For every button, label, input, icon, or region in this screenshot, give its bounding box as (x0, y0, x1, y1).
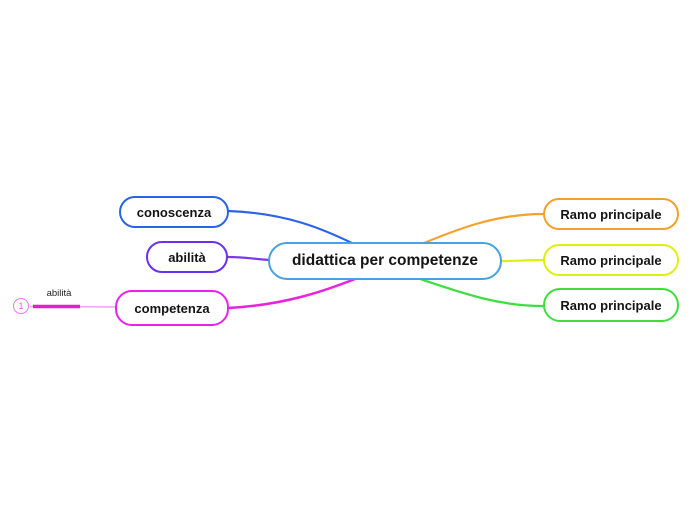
node-label: Ramo principale (560, 206, 662, 222)
branch-competenza-link (226, 275, 362, 310)
connector-number: 1 (18, 301, 24, 311)
connector-number-badge[interactable]: 1 (13, 298, 29, 314)
mindmap-node-abilita[interactable]: abilità (146, 241, 228, 273)
mindmap-node-ramo-principale-2[interactable]: Ramo principale (543, 244, 679, 276)
mindmap-node-ramo-principale-3[interactable]: Ramo principale (543, 288, 679, 322)
branch-ramo2-link (500, 258, 545, 263)
mindmap-root-node[interactable]: didattica per competenze (268, 242, 502, 280)
connector-label: abilità (46, 288, 72, 299)
node-label: abilità (168, 249, 206, 265)
mindmap-node-ramo-principale-1[interactable]: Ramo principale (543, 198, 679, 230)
node-label: competenza (134, 300, 210, 316)
mindmap-node-conoscenza[interactable]: conoscenza (119, 196, 229, 228)
node-label: Ramo principale (560, 297, 662, 313)
branch-ramo3-link (418, 277, 545, 308)
node-label: Ramo principale (560, 252, 662, 268)
branch-conoscenza-link (226, 209, 360, 248)
branch-abilita-link (226, 255, 272, 262)
root-node-label: didattica per competenze (291, 252, 479, 269)
branch-ramo1-link (422, 212, 545, 245)
mindmap-node-competenza[interactable]: competenza (115, 290, 229, 326)
node-label: conoscenza (136, 204, 212, 220)
